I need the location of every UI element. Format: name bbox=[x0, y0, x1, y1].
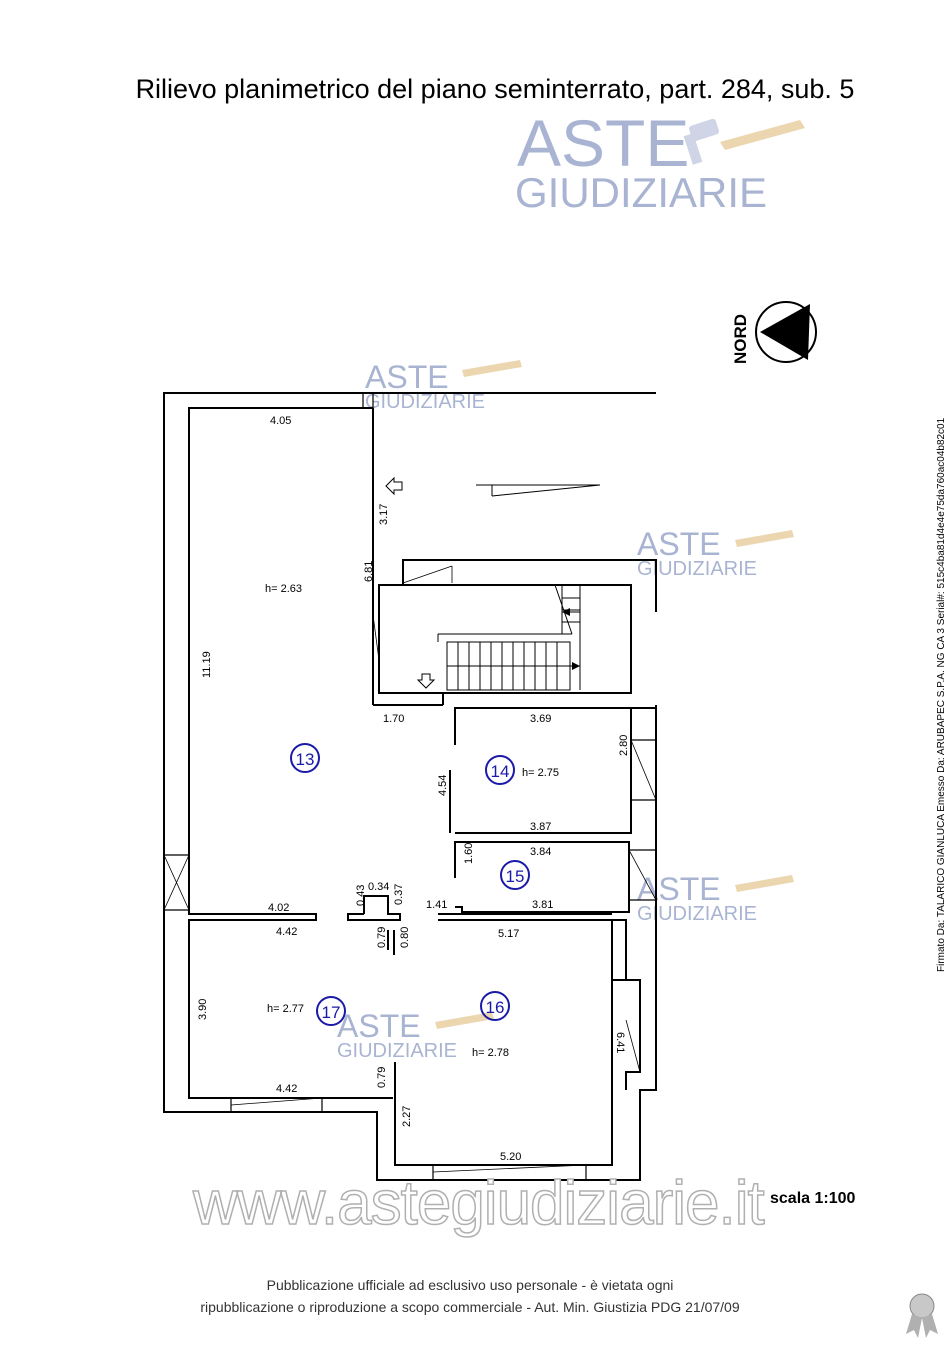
dimension-labels: 4.05 3.17 6.81 11.19 1.70 3.69 2.80 4.54… bbox=[197, 415, 630, 1163]
aste-watermark-small-2: ASTE GIUDIZIARIE bbox=[637, 526, 794, 580]
svg-text:GIUDIZIARIE: GIUDIZIARIE bbox=[337, 1040, 457, 1062]
room-labels: 13 h= 2.63 14 h= 2.75 15 16 h= 2.78 17 h… bbox=[265, 583, 559, 1059]
dim-0-79-top: 0.79 bbox=[376, 927, 388, 948]
scale-label: scala 1:100 bbox=[770, 1190, 856, 1207]
watermark-giudiziarie: GIUDIZIARIE bbox=[515, 169, 767, 216]
staircase bbox=[437, 584, 581, 691]
svg-text:17: 17 bbox=[322, 1003, 341, 1022]
aste-watermark-small-4: ASTE GIUDIZIARIE bbox=[337, 1008, 494, 1062]
dim-6-81: 6.81 bbox=[363, 561, 375, 582]
footer-notice: Pubblicazione ufficiale ad esclusivo uso… bbox=[150, 1274, 790, 1318]
room-14-height: h= 2.75 bbox=[522, 767, 559, 779]
ramp-symbol bbox=[476, 484, 601, 497]
dim-3-90: 3.90 bbox=[197, 999, 209, 1020]
north-compass: NORD bbox=[731, 301, 817, 364]
dim-0-43: 0.43 bbox=[355, 885, 367, 906]
svg-text:GIUDIZIARIE: GIUDIZIARIE bbox=[637, 903, 757, 925]
dim-1-41: 1.41 bbox=[426, 899, 447, 911]
dim-0-34: 0.34 bbox=[368, 881, 389, 893]
room-17-height: h= 2.77 bbox=[267, 1003, 304, 1015]
dim-5-17: 5.17 bbox=[498, 928, 519, 940]
dim-4-54: 4.54 bbox=[437, 775, 449, 796]
wall-thickness bbox=[164, 393, 656, 1180]
dim-2-27: 2.27 bbox=[401, 1106, 413, 1127]
room-16-height: h= 2.78 bbox=[472, 1047, 509, 1059]
dim-0-37: 0.37 bbox=[393, 884, 405, 905]
stair-arrows bbox=[562, 608, 580, 670]
svg-text:15: 15 bbox=[506, 867, 525, 886]
svg-text:ASTE: ASTE bbox=[637, 871, 721, 907]
room-15-label: 15 bbox=[500, 860, 530, 890]
page-title: Rilievo planimetrico del piano seminterr… bbox=[135, 74, 855, 104]
dim-0-80: 0.80 bbox=[399, 927, 411, 948]
aste-watermark-small-1: ASTE GIUDIZIARIE bbox=[365, 359, 522, 413]
svg-text:16: 16 bbox=[486, 998, 505, 1017]
room-13-height: h= 2.63 bbox=[265, 583, 302, 595]
aste-watermark-small-3: ASTE GIUDIZIARIE bbox=[637, 871, 794, 925]
svg-text:14: 14 bbox=[491, 762, 510, 781]
room-17-label: 17 h= 2.77 bbox=[267, 996, 346, 1026]
door-swings bbox=[163, 565, 657, 1173]
site-watermark: www.astegiudiziarie.it bbox=[192, 1168, 765, 1239]
svg-text:GIUDIZIARIE: GIUDIZIARIE bbox=[365, 391, 485, 413]
svg-text:13: 13 bbox=[296, 750, 315, 769]
compass-label: NORD bbox=[731, 314, 750, 364]
svg-text:ASTE: ASTE bbox=[337, 1008, 421, 1044]
aste-watermark-logo: ASTE GIUDIZIARIE bbox=[515, 106, 805, 216]
dim-1-70: 1.70 bbox=[383, 713, 404, 725]
room-14-label: 14 h= 2.75 bbox=[485, 755, 559, 785]
dim-4-05: 4.05 bbox=[270, 415, 291, 427]
dim-5-20: 5.20 bbox=[500, 1151, 521, 1163]
footer-line-1: Pubblicazione ufficiale ad esclusivo uso… bbox=[266, 1277, 674, 1293]
walls bbox=[163, 392, 657, 1181]
footer-line-2: ripubblicazione o riproduzione a scopo c… bbox=[200, 1299, 740, 1315]
watermark-aste: ASTE bbox=[517, 106, 689, 180]
dim-0-79-bottom: 0.79 bbox=[376, 1067, 388, 1088]
digital-signature: Firmato Da: TALARICO GIANLUCA Emesso Da:… bbox=[936, 417, 947, 972]
svg-text:ASTE: ASTE bbox=[637, 526, 721, 562]
dim-1-60: 1.60 bbox=[463, 843, 475, 864]
dim-6-41: 6.41 bbox=[614, 1032, 626, 1053]
room-13-label: 13 h= 2.63 bbox=[265, 583, 320, 773]
dim-4-42-bottom: 4.42 bbox=[276, 1083, 297, 1095]
svg-text:ASTE: ASTE bbox=[365, 359, 449, 395]
dim-4-02: 4.02 bbox=[268, 902, 289, 914]
dim-3-87: 3.87 bbox=[530, 821, 551, 833]
digital-seal-icon bbox=[906, 1293, 938, 1338]
entry-arrows bbox=[385, 476, 436, 689]
svg-text:GIUDIZIARIE: GIUDIZIARIE bbox=[637, 558, 757, 580]
dim-3-69: 3.69 bbox=[530, 713, 551, 725]
dim-3-17: 3.17 bbox=[378, 504, 390, 525]
dim-4-42-top: 4.42 bbox=[276, 926, 297, 938]
dim-2-80: 2.80 bbox=[618, 735, 630, 756]
dim-3-84: 3.84 bbox=[530, 846, 551, 858]
dim-3-81: 3.81 bbox=[532, 899, 553, 911]
room-16-label: 16 h= 2.78 bbox=[472, 991, 510, 1059]
dim-11-19: 11.19 bbox=[201, 651, 213, 678]
